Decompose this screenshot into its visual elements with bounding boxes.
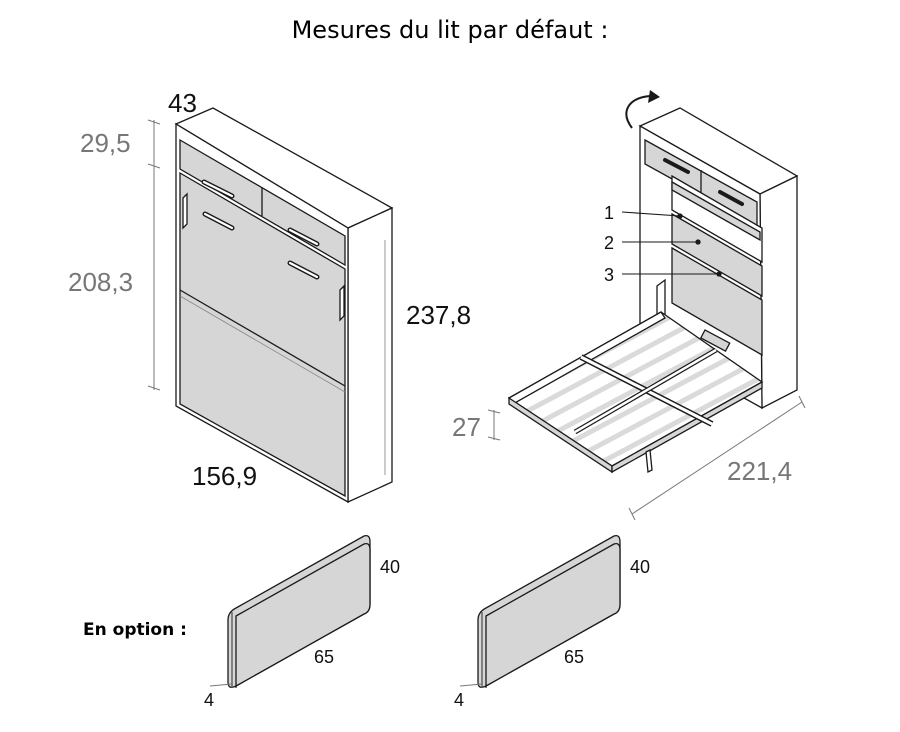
closed-width-label: 156,9 [192, 461, 257, 491]
headboard-2-thickness: 4 [454, 690, 464, 710]
headboard-1-height: 40 [380, 557, 400, 577]
callout-2: 2 [604, 233, 614, 253]
page-title: Mesures du lit par défaut : [291, 16, 609, 44]
headboard-2-height: 40 [630, 557, 650, 577]
headboard-1-dimensions [209, 683, 233, 687]
headboard-1-thickness: 4 [204, 690, 214, 710]
headboard-1-length: 65 [314, 647, 334, 667]
open-bed-frame [507, 311, 764, 474]
headboard-2-dimensions [459, 683, 483, 687]
closed-total-height-label: 237,8 [406, 300, 471, 330]
open-bed-dimension-lines [487, 395, 806, 521]
callout-3: 3 [604, 265, 614, 285]
headboard-2-length: 65 [564, 647, 584, 667]
callout-leaders [621, 211, 719, 275]
closed-bed-drawing [174, 107, 394, 504]
headboard-2 [477, 534, 621, 688]
open-length-label: 221,4 [727, 456, 792, 486]
closed-top-height-label: 29,5 [80, 128, 131, 158]
option-label: En option : [83, 620, 187, 640]
closed-depth-label: 43 [168, 88, 197, 118]
open-base-height-label: 27 [452, 412, 481, 442]
closed-front-height-label: 208,3 [68, 267, 133, 297]
headboard-1 [227, 534, 371, 688]
callout-1: 1 [604, 203, 614, 223]
closed-bed-dimension-lines [147, 119, 161, 391]
